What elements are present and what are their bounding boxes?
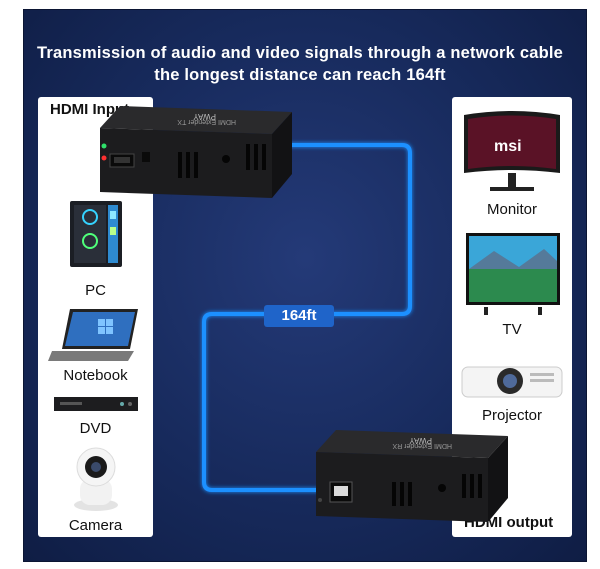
laptop-icon — [48, 309, 138, 361]
device-label-tv: TV — [502, 321, 522, 338]
device-label-monitor: Monitor — [486, 201, 538, 218]
pc-tower-icon — [70, 201, 122, 267]
headline-line-1: Transmission of audio and video signals … — [36, 44, 564, 62]
receiver-model: HDMI Extender RX — [392, 442, 452, 449]
svg-text:msi: msi — [494, 138, 522, 155]
transmitter-model: HDMI Extender TX — [177, 118, 236, 125]
device-label-pc: PC — [85, 282, 106, 299]
hdmi-input-panel: HDMI Input PC Notebook DVD Camera — [38, 97, 153, 537]
tv-icon — [466, 233, 560, 315]
projector-icon — [461, 366, 563, 398]
security-camera-icon — [74, 447, 118, 511]
headline-line-2: the longest distance can reach 164ft — [154, 66, 446, 84]
device-label-notebook: Notebook — [63, 367, 128, 384]
monitor-icon: msi — [464, 111, 560, 191]
device-label-dvd: DVD — [79, 420, 112, 437]
dvd-player-icon — [54, 397, 138, 411]
hdmi-input-title: HDMI Input — [50, 101, 130, 118]
device-label-projector: Projector — [481, 407, 543, 424]
cable-length-label: 164ft — [264, 305, 334, 327]
receiver-brand: PWAY — [409, 436, 432, 445]
device-label-camera: Camera — [68, 517, 123, 534]
transmitter-brand: PWAY — [193, 112, 216, 121]
hdmi-transmitter-device: PWAY HDMI Extender TX — [100, 106, 292, 198]
hdmi-receiver-device: PWAY HDMI Extender RX — [316, 430, 508, 522]
